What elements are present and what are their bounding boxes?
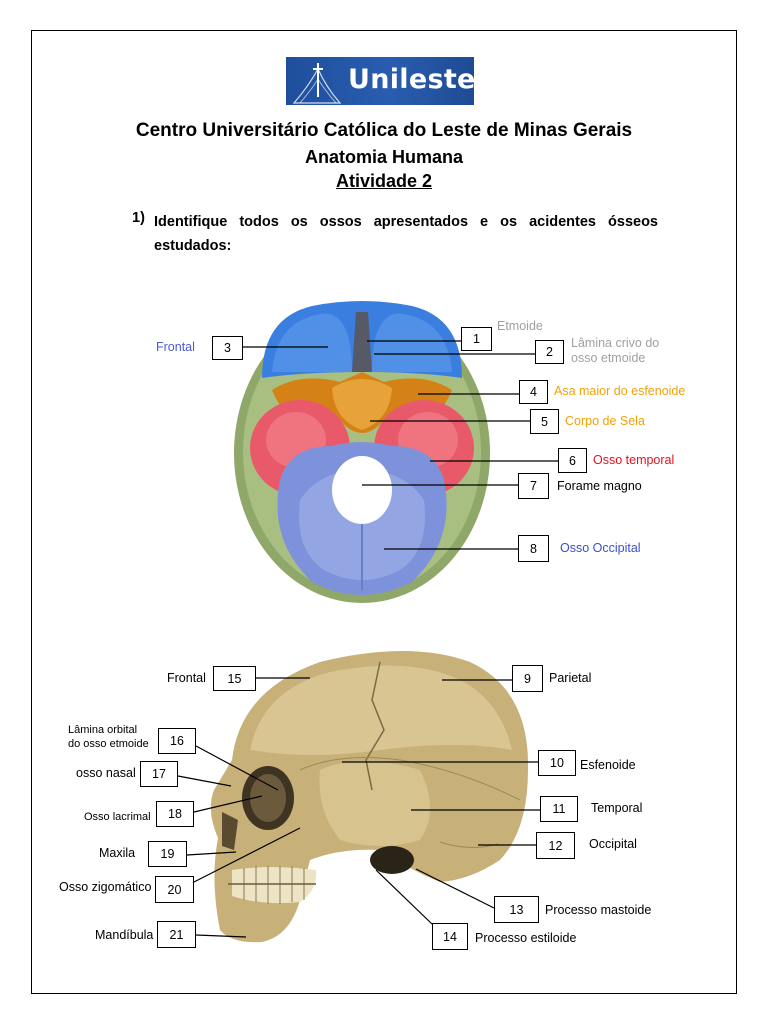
logo-text: Unileste <box>348 64 476 95</box>
label-processo-estiloide: Processo estiloide <box>475 931 577 945</box>
label-parietal: Parietal <box>549 671 592 685</box>
label-corpo-sela: Corpo de Sela <box>565 414 645 428</box>
answer-box-3: 3 <box>212 336 243 360</box>
answer-box-4: 4 <box>519 380 548 404</box>
label-occipital: Occipital <box>589 837 637 851</box>
question-number: 1) <box>132 210 145 226</box>
label-osso-zigomatico: Osso zigomático <box>59 880 152 894</box>
answer-box-9: 9 <box>512 665 543 692</box>
question-text: Identifique todos os ossos apresentados … <box>154 214 658 254</box>
label-lamina-crivo-1: Lâmina crivo do <box>571 336 660 350</box>
label-osso-occipital: Osso Occipital <box>560 541 641 555</box>
top-leader-lines <box>243 340 558 550</box>
answer-box-20: 20 <box>155 876 194 903</box>
unileste-logo: Unileste <box>286 57 476 105</box>
answer-box-18: 18 <box>156 801 194 827</box>
label-processo-mastoide: Processo mastoide <box>545 903 652 917</box>
label-lamina-crivo-2: osso etmoide <box>571 351 646 365</box>
label-lamina-orbital-1: Lâmina orbital <box>68 724 138 736</box>
cross-icon <box>292 63 342 104</box>
label-osso-lacrimal: Osso lacrimal <box>84 811 151 823</box>
answer-box-2: 2 <box>535 340 564 364</box>
answer-box-21: 21 <box>157 921 196 948</box>
institution-title: Centro Universitário Católica do Leste d… <box>135 120 633 141</box>
cranial-base-illustration <box>234 301 490 603</box>
answer-box-7: 7 <box>518 473 549 499</box>
answer-box-5: 5 <box>530 409 559 434</box>
activity-title: Atividade 2 <box>335 171 433 191</box>
answer-box-15: 15 <box>213 666 256 691</box>
answer-box-11: 11 <box>540 796 578 822</box>
course-title: Anatomia Humana <box>304 147 464 167</box>
answer-box-13: 13 <box>494 896 539 923</box>
label-esfenoide: Esfenoide <box>580 758 636 772</box>
label-frontal-lateral: Frontal <box>167 671 206 685</box>
label-frontal-top: Frontal <box>156 340 195 354</box>
answer-box-17: 17 <box>140 761 178 787</box>
answer-box-19: 19 <box>148 841 187 867</box>
label-maxila: Maxila <box>99 846 136 860</box>
answer-box-12: 12 <box>536 832 575 859</box>
label-etmoide: Etmoide <box>497 319 543 333</box>
answer-box-8: 8 <box>518 535 549 562</box>
label-osso-temporal: Osso temporal <box>593 453 675 467</box>
label-forame-magno: Forame magno <box>557 479 642 493</box>
answer-box-1: 1 <box>461 327 492 351</box>
label-lamina-orbital-2: do osso etmoide <box>68 738 149 750</box>
lateral-skull-illustration <box>210 651 529 943</box>
answer-box-6: 6 <box>558 448 587 473</box>
answer-box-10: 10 <box>538 750 576 776</box>
label-osso-nasal: osso nasal <box>76 766 136 780</box>
label-asa-maior: Asa maior do esfenoide <box>554 384 686 398</box>
page-frame <box>31 30 737 994</box>
label-mandibula: Mandíbula <box>95 928 154 942</box>
bottom-leader-lines <box>177 677 540 938</box>
label-temporal: Temporal <box>591 801 643 815</box>
answer-box-16: 16 <box>158 728 196 754</box>
answer-box-14: 14 <box>432 923 468 950</box>
